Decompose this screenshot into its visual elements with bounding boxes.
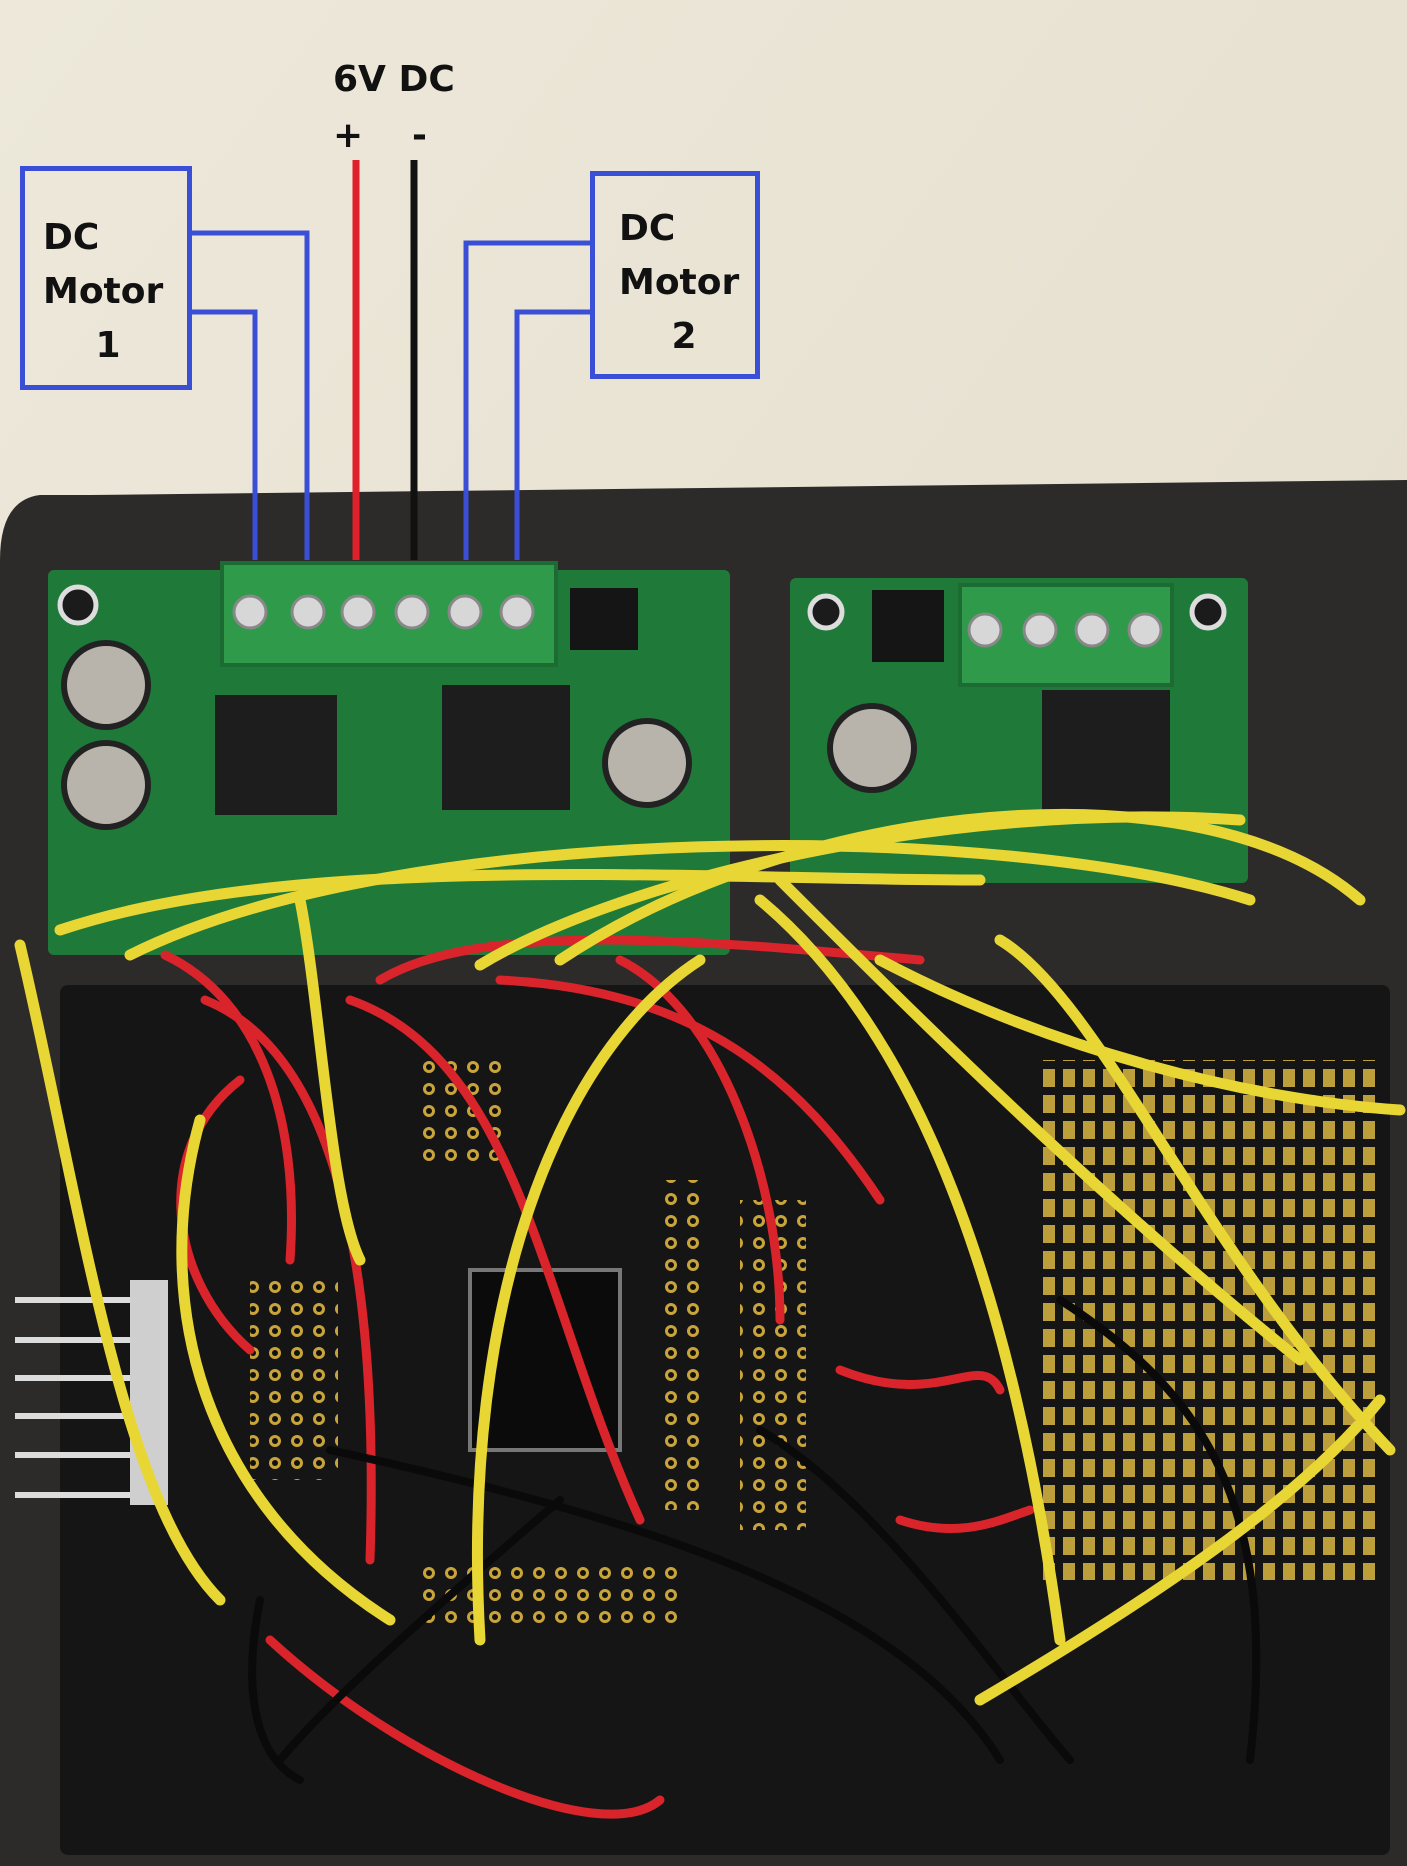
dev-board-hole-grid-3: [250, 1280, 338, 1480]
driver-chip-1a: [215, 695, 337, 815]
driver-chip-1b: [442, 685, 570, 810]
dc-motor-2-box: DC Motor 2: [590, 171, 760, 379]
dc-motor-1-box: DC Motor 1: [20, 166, 192, 390]
dev-board-hole-grid-4: [420, 1560, 684, 1626]
supply-voltage-label: 6V DC: [333, 59, 455, 100]
dev-board-hole-grid-5: [665, 1180, 709, 1510]
dev-board-hole-grid-1: [420, 1060, 508, 1170]
capacitors-1: [61, 640, 692, 830]
terminal-screws-2: [967, 612, 1163, 648]
capacitor-2: [827, 703, 917, 793]
dc-motor-2-label: DC Motor 2: [619, 208, 740, 357]
positive-terminal-label: +: [333, 115, 364, 156]
yellow-jumper-wires: [14, 808, 1406, 1706]
negative-terminal-label: -: [412, 115, 427, 156]
dc-motor-1-label: DC Motor 1: [43, 217, 164, 366]
black-jumper-wires: [248, 1296, 1261, 1784]
motor-1-wires: [192, 230, 310, 560]
terminal-screws-1: [232, 594, 535, 630]
dev-board-pad-grid: [1040, 1060, 1380, 1580]
motor-2-wires: [463, 240, 590, 560]
driver-chip-2: [1042, 690, 1170, 820]
